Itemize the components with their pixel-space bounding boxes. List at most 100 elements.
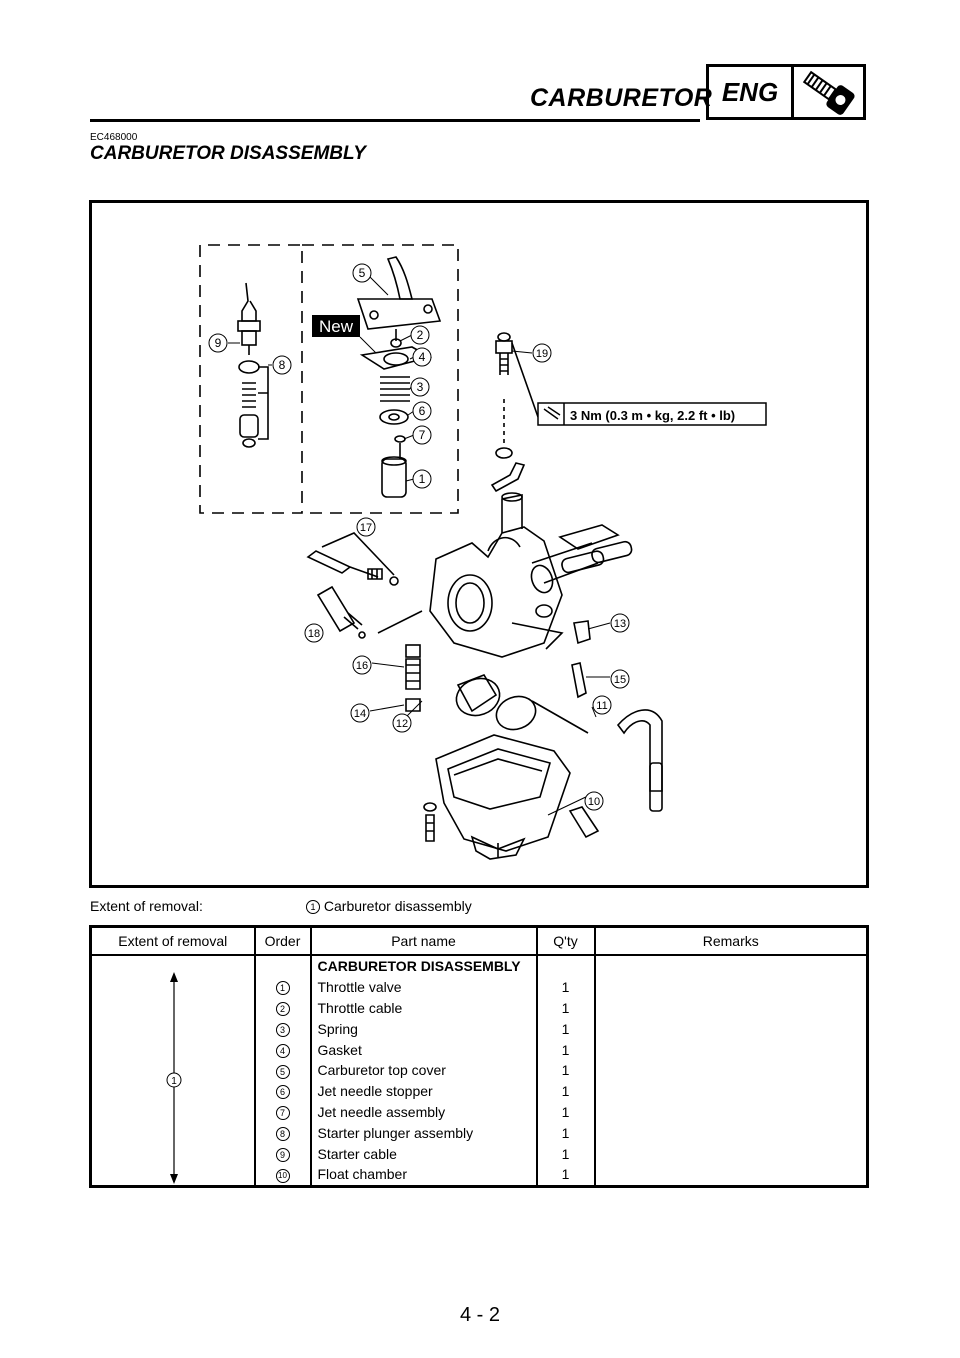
row-part-name: Starter cable xyxy=(309,1143,538,1164)
svg-text:9: 9 xyxy=(215,336,222,350)
col-header-order: Order xyxy=(253,925,312,956)
col-header-part-name: Part name xyxy=(309,925,538,956)
extent-range-arrow: 1 xyxy=(166,972,182,1184)
row-part-name: CARBURETOR DISASSEMBLY xyxy=(309,955,538,977)
svg-text:8: 8 xyxy=(279,358,286,372)
callout-15: 15 xyxy=(610,669,630,689)
table-row: 4 Gasket 1 xyxy=(91,1039,869,1060)
table-row: 1 CARBURETOR DISASSEMBLY xyxy=(89,955,869,1187)
extent-range-cell: 1 xyxy=(89,955,256,1187)
callout-3: 3 xyxy=(410,377,430,397)
svg-text:10: 10 xyxy=(588,796,600,808)
callout-10: 10 xyxy=(584,791,604,811)
torque-spec: 3 Nm (0.3 m • kg, 2.2 ft • lb) xyxy=(537,402,767,426)
row-part-name: Starter plunger assembly xyxy=(309,1122,538,1144)
table-row: 3 Spring 1 xyxy=(91,1018,869,1040)
row-remarks xyxy=(593,1163,869,1188)
svg-text:15: 15 xyxy=(614,674,626,686)
header-title: CARBURETOR xyxy=(530,84,713,112)
page-number: 4 - 2 xyxy=(459,1304,501,1326)
row-part-name: Float chamber xyxy=(309,1163,538,1188)
row-remarks xyxy=(593,997,869,1019)
row-remarks xyxy=(593,1101,869,1123)
callout-14: 14 xyxy=(350,703,370,723)
row-part-name: Gasket xyxy=(309,1039,538,1060)
row-order: 10 xyxy=(253,1163,312,1188)
callout-16: 16 xyxy=(352,655,372,675)
svg-text:7: 7 xyxy=(419,428,426,442)
svg-text:16: 16 xyxy=(356,660,368,672)
doc-code: EC468000 xyxy=(90,132,138,143)
svg-text:11: 11 xyxy=(596,700,607,712)
table-header-row: Extent of removal Order Part name Q'ty R… xyxy=(89,925,869,956)
new-tag: New xyxy=(319,317,354,336)
eng-badge: ENG xyxy=(709,67,794,117)
extent-text: Carburetor disassembly xyxy=(323,898,472,914)
header-badge-box: ENG xyxy=(706,64,866,120)
table-row: 5 Carburetor top cover 1 xyxy=(91,1059,869,1081)
parts-table: Extent of removal Order Part name Q'ty R… xyxy=(89,925,869,1188)
bolt-icon xyxy=(794,67,863,117)
callout-1: 1 xyxy=(412,469,432,489)
svg-text:6: 6 xyxy=(419,404,426,418)
callout-6: 6 xyxy=(412,401,432,421)
table-row: 1 Throttle valve 1 xyxy=(91,976,869,998)
row-remarks xyxy=(593,1080,869,1102)
row-part-name: Throttle cable xyxy=(309,997,538,1019)
throttle-group-box xyxy=(302,244,459,514)
row-part-name: Jet needle stopper xyxy=(309,1080,538,1102)
svg-text:1: 1 xyxy=(171,1076,177,1087)
table-row: 9 Starter cable 1 xyxy=(91,1143,869,1164)
row-qty: 1 xyxy=(535,1018,596,1040)
row-part-name: Spring xyxy=(309,1018,538,1040)
row-qty: 1 xyxy=(535,1039,596,1060)
torque-wrench-icon xyxy=(543,406,561,420)
row-qty: 1 xyxy=(535,1122,596,1144)
row-order: 3 xyxy=(253,1018,312,1040)
svg-text:3 Nm (0.3 m • kg, 2.2 ft • lb): 3 Nm (0.3 m • kg, 2.2 ft • lb) xyxy=(570,408,735,423)
carburetor-illustration: New 3 Nm (0.3 m • kg, 2.2 ft • lb) 5 2 4… xyxy=(199,244,767,860)
callout-18: 18 xyxy=(304,623,324,643)
callout-12: 12 xyxy=(392,713,412,733)
callout-7: 7 xyxy=(412,425,432,445)
table-row: 6 Jet needle stopper 1 xyxy=(91,1080,869,1102)
row-remarks xyxy=(593,1122,869,1144)
row-order: 6 xyxy=(253,1080,312,1102)
callouts: 5 2 4 3 6 7 1 9 8 19 17 18 13 16 15 11 1… xyxy=(208,263,630,811)
row-qty xyxy=(535,955,596,977)
col-header-extent: Extent of removal xyxy=(89,925,256,956)
extent-ref-number: 1 xyxy=(306,900,320,915)
callout-4: 4 xyxy=(412,347,432,367)
row-order: 8 xyxy=(253,1122,312,1144)
svg-text:1: 1 xyxy=(419,472,426,486)
row-order: 1 xyxy=(253,976,312,998)
row-order: 9 xyxy=(253,1143,312,1164)
table-row: 8 Starter plunger assembly 1 xyxy=(91,1122,869,1144)
row-qty: 1 xyxy=(535,1101,596,1123)
row-remarks xyxy=(593,1143,869,1164)
callout-13: 13 xyxy=(610,613,630,633)
svg-text:18: 18 xyxy=(308,628,320,640)
table-row: 2 Throttle cable 1 xyxy=(91,997,869,1019)
svg-text:14: 14 xyxy=(354,708,366,720)
row-part-name: Carburetor top cover xyxy=(309,1059,538,1081)
row-remarks xyxy=(593,955,869,977)
svg-text:3: 3 xyxy=(417,380,424,394)
table-row: 10 Float chamber 1 xyxy=(91,1163,869,1188)
section-title: CARBURETOR DISASSEMBLY xyxy=(90,143,366,164)
svg-text:2: 2 xyxy=(417,328,424,342)
row-qty: 1 xyxy=(535,1080,596,1102)
row-order: 5 xyxy=(253,1059,312,1081)
header-rule xyxy=(90,119,700,122)
svg-text:19: 19 xyxy=(536,348,548,360)
callout-5: 5 xyxy=(352,263,372,283)
row-qty: 1 xyxy=(535,1059,596,1081)
callout-17: 17 xyxy=(356,517,376,537)
callout-11: 11 xyxy=(592,695,612,715)
row-remarks xyxy=(593,1039,869,1060)
row-remarks xyxy=(593,1018,869,1040)
col-header-qty: Q'ty xyxy=(535,925,596,956)
starter-group-box xyxy=(199,244,303,514)
svg-text:5: 5 xyxy=(359,266,366,280)
svg-text:4: 4 xyxy=(419,350,426,364)
